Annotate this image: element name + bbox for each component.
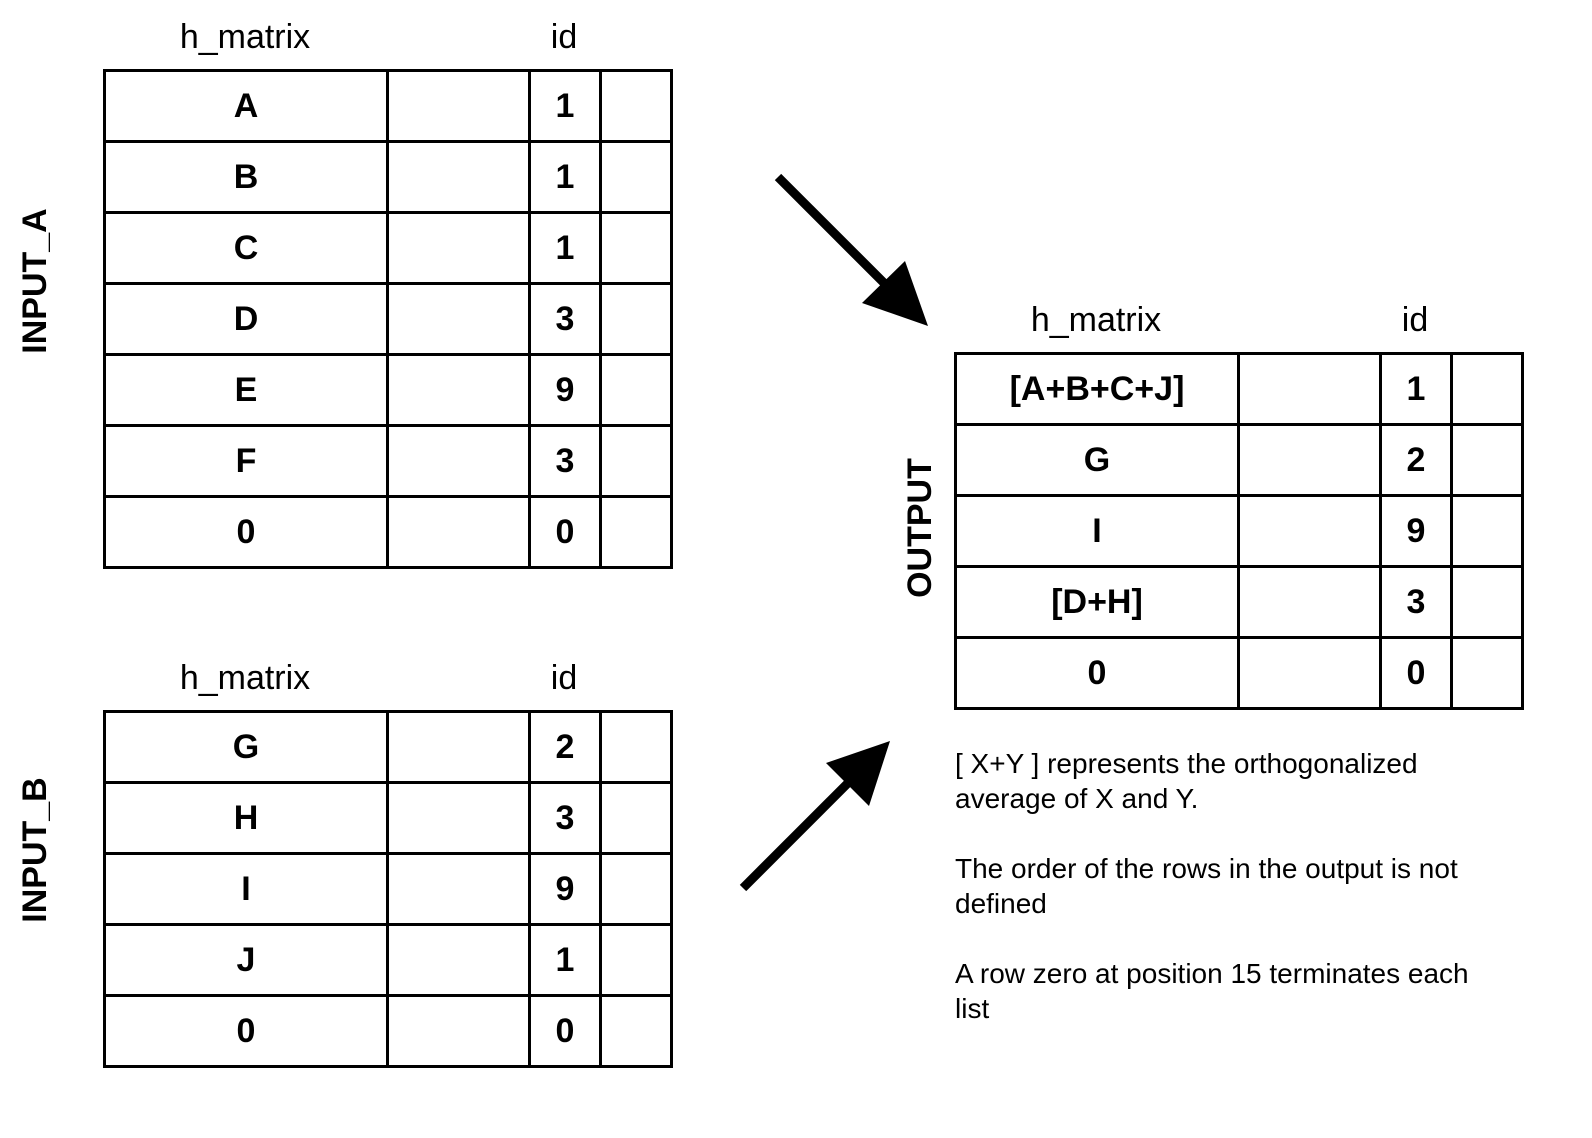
empty-cell (602, 926, 673, 997)
empty-cell (602, 285, 673, 356)
empty-cell (1453, 355, 1524, 426)
empty-cell (389, 427, 531, 498)
input-a-h-matrix-header: h_matrix (179, 18, 311, 56)
id-cell: 9 (531, 356, 602, 427)
empty-cell (1453, 568, 1524, 639)
empty-cell (602, 855, 673, 926)
h-matrix-cell: G (106, 713, 389, 784)
empty-cell (1240, 426, 1382, 497)
h-matrix-cell: 0 (957, 639, 1240, 710)
empty-cell (389, 285, 531, 356)
id-cell: 9 (531, 855, 602, 926)
h-matrix-cell: F (106, 427, 389, 498)
empty-cell (389, 926, 531, 997)
note-orthogonalized-average: [ X+Y ] represents the orthogonalized av… (955, 748, 1418, 814)
id-cell: 1 (1382, 355, 1453, 426)
h-matrix-cell: C (106, 214, 389, 285)
note-row-order: The order of the rows in the output is n… (955, 853, 1458, 919)
notes: [ X+Y ] represents the orthogonalized av… (955, 746, 1475, 1061)
h-matrix-cell: E (106, 356, 389, 427)
empty-cell (1240, 497, 1382, 568)
h-matrix-cell: G (957, 426, 1240, 497)
input-b-id-header: id (550, 659, 578, 697)
empty-cell (389, 997, 531, 1068)
h-matrix-cell: I (106, 855, 389, 926)
h-matrix-cell: I (957, 497, 1240, 568)
empty-cell (389, 143, 531, 214)
empty-cell (602, 713, 673, 784)
h-matrix-cell: [A+B+C+J] (957, 355, 1240, 426)
empty-cell (602, 997, 673, 1068)
h-matrix-cell: J (106, 926, 389, 997)
h-matrix-cell: D (106, 285, 389, 356)
empty-cell (602, 143, 673, 214)
empty-cell (389, 72, 531, 143)
arrow-input-a-to-output (774, 173, 928, 326)
empty-cell (1453, 426, 1524, 497)
id-cell: 2 (1382, 426, 1453, 497)
id-cell: 1 (531, 926, 602, 997)
empty-cell (1453, 639, 1524, 710)
id-cell: 3 (531, 784, 602, 855)
input-a-id-header: id (550, 18, 578, 56)
id-cell: 3 (531, 427, 602, 498)
empty-cell (602, 72, 673, 143)
empty-cell (1240, 568, 1382, 639)
empty-cell (389, 214, 531, 285)
empty-cell (389, 356, 531, 427)
h-matrix-cell: 0 (106, 498, 389, 569)
output-id-header: id (1401, 301, 1429, 339)
empty-cell (389, 855, 531, 926)
empty-cell (602, 784, 673, 855)
h-matrix-cell: [D+H] (957, 568, 1240, 639)
empty-cell (602, 498, 673, 569)
id-cell: 0 (531, 498, 602, 569)
id-cell: 0 (531, 997, 602, 1068)
h-matrix-cell: A (106, 72, 389, 143)
h-matrix-cell: 0 (106, 997, 389, 1068)
output-h-matrix-header: h_matrix (1030, 301, 1162, 339)
id-cell: 1 (531, 143, 602, 214)
input-b-h-matrix-header: h_matrix (179, 659, 311, 697)
empty-cell (1240, 639, 1382, 710)
id-cell: 3 (1382, 568, 1453, 639)
id-cell: 3 (531, 285, 602, 356)
empty-cell (389, 498, 531, 569)
empty-cell (389, 713, 531, 784)
id-cell: 1 (531, 214, 602, 285)
empty-cell (602, 427, 673, 498)
empty-cell (1240, 355, 1382, 426)
id-cell: 2 (531, 713, 602, 784)
id-cell: 0 (1382, 639, 1453, 710)
note-row-zero: A row zero at position 15 terminates eac… (955, 958, 1469, 1024)
id-cell: 9 (1382, 497, 1453, 568)
empty-cell (602, 214, 673, 285)
h-matrix-cell: H (106, 784, 389, 855)
id-cell: 1 (531, 72, 602, 143)
empty-cell (389, 784, 531, 855)
arrow-input-b-to-output (739, 741, 890, 892)
empty-cell (1453, 497, 1524, 568)
h-matrix-cell: B (106, 143, 389, 214)
empty-cell (602, 356, 673, 427)
